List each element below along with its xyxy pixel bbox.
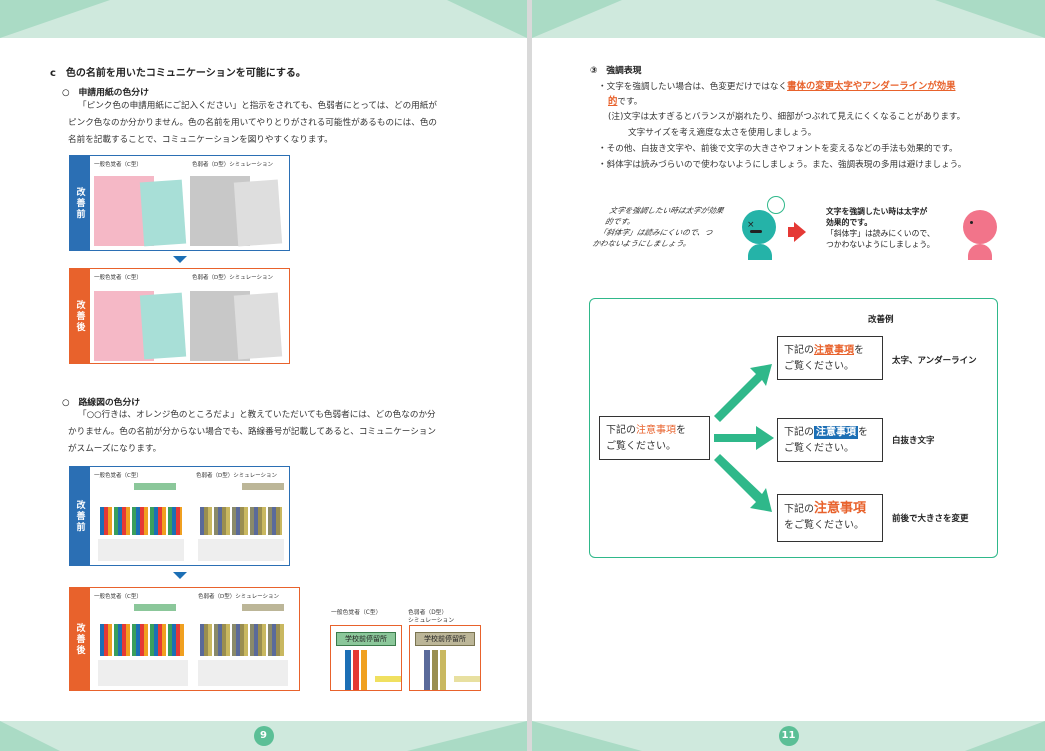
example-white-text-box: 下記の注意事項を ご覧ください。	[777, 418, 883, 462]
good-example-text: 文字を強調したい時は太字が 効果的です。 「斜体字」は読みにくいので、 つかわな…	[826, 207, 935, 249]
bullet-line: ・斜体字は読みづらいので使わないようにしましょう。また、強調表現の多用は避けまし…	[598, 160, 967, 170]
after-panel: 一般色覚者（C型） 色弱者（D型）シミュレーション	[89, 268, 290, 364]
before-label: 改善前	[69, 466, 91, 566]
route-line	[353, 650, 359, 690]
gray-form	[233, 179, 283, 247]
section-title: c 色の名前を用いたコミュニケーションを可能にする。	[50, 68, 306, 79]
band-triangle	[532, 721, 642, 751]
route-line	[361, 650, 367, 690]
paragraph-line: 「ピンク色の申請用紙にご記入ください」と指示をされても、色弱者にとっては、どの用…	[78, 101, 437, 111]
bullet-line: 的です。	[608, 96, 643, 107]
route-lines	[200, 624, 286, 656]
bullet-line: ・文字を強調したい場合は、色変更だけではなく書体の変更太字やアンダーラインが効果	[598, 81, 956, 92]
example-label: 白抜き文字	[892, 436, 935, 446]
page-number: 11	[778, 726, 799, 746]
band-triangle	[0, 0, 110, 38]
paragraph-line: かりません。色の名前が分からない場合でも、路線番号が記載してあると、コミュニケー…	[68, 427, 436, 437]
band-triangle	[965, 721, 1045, 751]
subsection-title: ○ 申請用紙の色分け	[62, 88, 149, 98]
gray-form	[233, 292, 283, 360]
caption-c: 一般色覚者（C型）	[94, 162, 142, 168]
route-lines	[100, 624, 186, 656]
side-map-c: 学校前停留所	[330, 625, 402, 691]
bus-stop-sign	[134, 483, 176, 490]
after-label: 改善後	[69, 268, 91, 364]
example-bold-underline-box: 下記の注意事項を ご覧ください。	[777, 336, 883, 380]
side-map-d: 学校前停留所	[409, 625, 481, 691]
right-page: 11 ③ 強調表現 ・文字を強調したい場合は、色変更だけではなく書体の変更太字や…	[532, 0, 1045, 751]
arrow-down-icon	[173, 572, 187, 579]
bus-stop-sign: 学校前停留所	[415, 632, 475, 646]
paragraph-line: ピンク色なのか分かりません。色の名前を用いてやりとりがされる可能性があるものには…	[68, 118, 438, 128]
bus-stop-sign	[242, 483, 284, 490]
before-label: 改善前	[69, 155, 91, 251]
left-page: 9 c 色の名前を用いたコミュニケーションを可能にする。 ○ 申請用紙の色分け …	[0, 0, 527, 751]
route-legend	[98, 660, 188, 686]
route-line	[454, 676, 480, 682]
after-panel: 一般色覚者（C型） 色弱者（D型）シミュレーション	[89, 587, 300, 691]
caption-c: 一般色覚者（C型）	[94, 473, 142, 479]
paragraph-line: 「○○行きは、オレンジ色のところだよ」と教えていただいても色弱者には、どの色なの…	[78, 410, 436, 420]
bus-stop-sign	[242, 604, 284, 611]
route-line	[345, 650, 351, 690]
confused-face-icon: ×	[742, 210, 776, 244]
route-line	[424, 650, 430, 690]
page-number: 9	[253, 726, 274, 746]
route-lines	[100, 507, 182, 535]
route-line	[432, 650, 438, 690]
before-panel: 一般色覚者（C型） 色弱者（D型）シミュレーション	[89, 155, 290, 251]
item-title: ③ 強調表現	[590, 66, 642, 76]
mint-form	[139, 292, 187, 360]
route-line	[375, 676, 401, 682]
side-caption-d: 色弱者（D型）	[408, 610, 448, 616]
mint-form	[139, 179, 187, 247]
example-label: 前後で大きさを変更	[892, 514, 969, 524]
note-line: (注)文字は太すぎるとバランスが崩れたり、細部がつぶれて見えにくくなることがあり…	[608, 112, 966, 122]
arrow-right-icon	[794, 222, 806, 242]
example-size-change-box: 下記の注意事項 をご覧ください。	[777, 494, 883, 542]
route-legend	[198, 539, 284, 561]
band-triangle	[407, 721, 527, 751]
caption-d: 色弱者（D型）シミュレーション	[192, 162, 274, 168]
caption-d: 色弱者（D型）シミュレーション	[198, 594, 280, 600]
route-legend	[98, 539, 184, 561]
route-legend	[198, 660, 288, 686]
bus-stop-sign	[134, 604, 176, 611]
example-label: 太字、アンダーライン	[892, 356, 977, 366]
route-line	[440, 650, 446, 690]
bullet-line: ・その他、白抜き文字や、前後で文字の大きさやフォントを変えるなどの手法も効果的で…	[598, 144, 958, 154]
person-body	[748, 244, 772, 260]
example-panel	[589, 298, 998, 558]
side-caption-c: 一般色覚者（C型）	[331, 610, 382, 616]
person-body	[968, 244, 992, 260]
band-triangle	[935, 0, 1045, 38]
bad-example-text: 文字を強調したい時は太字が効果 的です。 「斜体字」は読みにくいので、つ かわな…	[591, 206, 725, 248]
branch-arrows-icon	[714, 364, 774, 512]
swirl-icon	[767, 196, 785, 214]
after-label: 改善後	[69, 587, 91, 691]
example-title: 改善例	[868, 315, 894, 325]
happy-face-icon	[963, 210, 997, 244]
subsection-title: ○ 路線図の色分け	[62, 398, 141, 408]
arrow-down-icon	[173, 256, 187, 263]
band-triangle	[532, 0, 622, 38]
paragraph-line: がスムーズになります。	[68, 444, 162, 454]
route-lines	[200, 507, 282, 535]
paragraph-line: 名前を記載することで、コミュニケーションを図りやすくなります。	[68, 135, 333, 145]
caption-d: 色弱者（D型）シミュレーション	[196, 473, 278, 479]
side-caption-d: シミュレーション	[408, 618, 455, 624]
caption-d: 色弱者（D型）シミュレーション	[192, 275, 274, 281]
bus-stop-sign: 学校前停留所	[336, 632, 396, 646]
band-triangle	[0, 721, 60, 751]
caption-c: 一般色覚者（C型）	[94, 594, 142, 600]
arrow-right-icon	[788, 227, 796, 237]
before-panel: 一般色覚者（C型） 色弱者（D型）シミュレーション	[89, 466, 290, 566]
source-text-box: 下記の注意事項を ご覧ください。	[599, 416, 710, 460]
note-line: 文字サイズを考え適度な太さを使用しましょう。	[628, 128, 817, 138]
band-triangle	[447, 0, 527, 38]
caption-c: 一般色覚者（C型）	[94, 275, 142, 281]
